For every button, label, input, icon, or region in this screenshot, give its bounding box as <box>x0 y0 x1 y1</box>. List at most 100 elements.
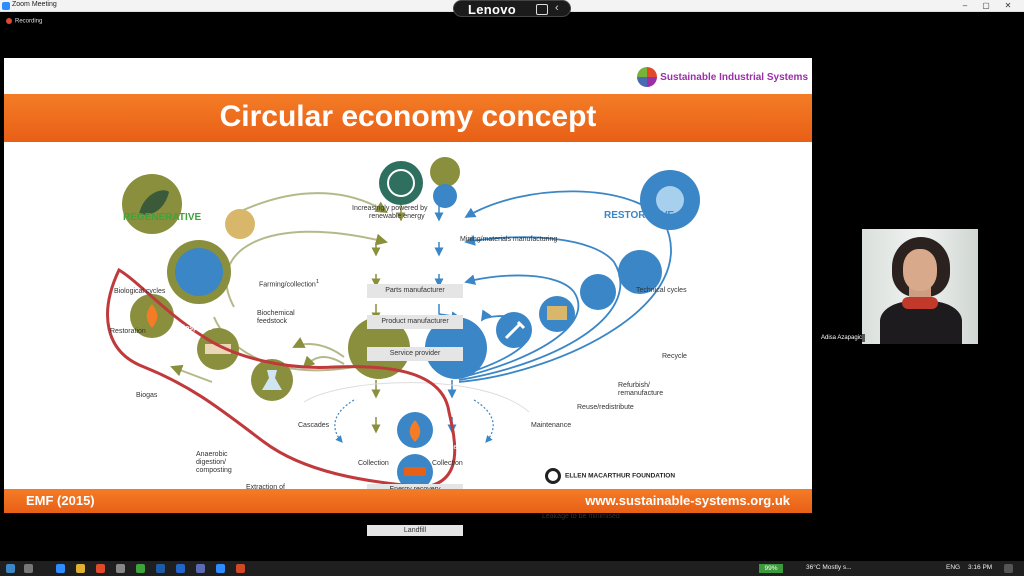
restorative-header: RESTORATIVE <box>604 210 675 221</box>
window-title: Zoom Meeting <box>12 1 57 8</box>
start-icon[interactable] <box>6 564 15 573</box>
maximize-button[interactable]: ▢ <box>982 1 990 10</box>
leakage-arc-right <box>473 399 494 443</box>
notifications-icon[interactable] <box>1004 564 1013 573</box>
powerpoint-icon[interactable] <box>236 564 245 573</box>
leakage-boundary <box>303 382 530 413</box>
recording-label: Recording <box>15 18 43 25</box>
cascades-label: Cascades <box>298 422 330 429</box>
biogas-arrow <box>170 364 213 383</box>
language-indicator[interactable]: ENG <box>946 564 961 571</box>
farming-label: Farming/collection1 <box>259 278 319 289</box>
boxes-icon <box>547 306 567 320</box>
farming-text: Farming/collection <box>259 281 316 289</box>
diagram-graphics <box>106 157 700 489</box>
biosphere-label: Biosphere <box>178 325 213 332</box>
reuse-loop <box>458 274 580 379</box>
gear-icon <box>656 186 684 214</box>
power-ring-icon <box>387 169 415 197</box>
collection-left-label: Collection <box>358 460 389 467</box>
weather-widget[interactable]: 36°C Mostly s... <box>806 564 852 571</box>
chrome-icon[interactable] <box>96 564 105 573</box>
windows-taskbar: 99% 36°C Mostly s... ENG 3:16 PM <box>0 561 1024 576</box>
landfill-box: Landfill <box>367 525 463 536</box>
recycle-label: Recycle <box>662 353 687 360</box>
teams-icon[interactable] <box>196 564 205 573</box>
footer-citation: EMF (2015) <box>26 493 95 508</box>
zoom-icon <box>2 2 10 10</box>
outlook-icon[interactable] <box>176 564 185 573</box>
refurbish-label-1: Refurbish/ <box>618 382 650 389</box>
consumer-to-biosphere-arrow <box>213 316 355 372</box>
farming-sup: 1 <box>315 279 320 285</box>
word-icon[interactable] <box>156 564 165 573</box>
extraction-label-1: Extraction of <box>246 484 285 491</box>
restoration-label: Restoration <box>110 328 146 335</box>
battery-indicator[interactable]: 99% <box>759 564 783 573</box>
emf-ring-icon <box>545 468 561 484</box>
recycle-icon <box>618 250 662 294</box>
reuse-label: Reuse/redistribute <box>577 404 634 411</box>
leakage-arc-left <box>334 399 355 443</box>
leaf-icon <box>139 190 169 215</box>
clock[interactable]: 3:16 PM <box>968 564 993 571</box>
zoom-taskbar-icon[interactable] <box>216 564 225 573</box>
service-provider-box: Service provider <box>367 347 463 361</box>
truck-icon <box>404 467 426 476</box>
minimize-button[interactable]: – <box>962 1 968 10</box>
chevron-left-icon[interactable]: ‹ <box>555 2 559 14</box>
biogas-label: Biogas <box>136 392 158 399</box>
presenter-name: Adisa Azapagic <box>818 334 866 342</box>
presenter-face <box>903 249 937 291</box>
refurbish-label-2: remanufacture <box>618 390 664 397</box>
footer-url: www.sustainable-systems.org.uk <box>585 493 790 508</box>
shared-slide: Sustainable Industrial Systems Circular … <box>4 58 812 536</box>
technical-cycles-label: Technical cycles <box>636 287 687 294</box>
biochem-label-2: feedstock <box>257 318 287 325</box>
anaerobic-label-2: digestion/ <box>196 459 226 466</box>
farming-icon <box>225 209 255 239</box>
consumer-label: Consumer <box>360 444 393 451</box>
biochemical-feedstock-arrow <box>225 230 388 308</box>
task-view-icon[interactable] <box>24 564 33 573</box>
spotify-icon[interactable] <box>136 564 145 573</box>
collection-right-label: Collection <box>432 460 463 467</box>
edge-icon[interactable] <box>56 564 65 573</box>
sis-logo-icon <box>637 67 658 87</box>
renewable-energy-icon <box>379 161 423 205</box>
biochem-label-1: Biochemical <box>257 310 295 317</box>
leakage-label: Leakage to be minimised <box>542 513 620 520</box>
sis-logo: Sustainable Industrial Systems <box>637 64 808 90</box>
store-icon[interactable] <box>116 564 125 573</box>
mining-icon <box>430 157 460 187</box>
maintenance-label: Maintenance <box>531 422 572 429</box>
file-explorer-icon[interactable] <box>76 564 85 573</box>
emf-logo-text: ELLEN MACARTHUR FOUNDATION <box>565 472 676 480</box>
presenter-video[interactable] <box>862 229 978 344</box>
powered-label-1: Increasingly powered by <box>352 205 428 212</box>
anaerobic-label-3: composting <box>196 467 232 474</box>
farming-arrow <box>238 192 388 214</box>
digester-tank-icon <box>205 344 231 354</box>
recording-indicator[interactable]: Recording <box>6 18 42 25</box>
parts-manufacturer-box: Parts manufacturer <box>367 284 463 298</box>
sis-logo-text: Sustainable Industrial Systems <box>660 71 808 83</box>
biogas-flame-icon <box>146 304 158 328</box>
refurbish-icon <box>580 274 616 310</box>
anaerobic-label-1: Anaerobic <box>196 451 228 458</box>
wrench-icon <box>504 320 526 340</box>
biological-cycles-label: Biological cycles <box>114 288 166 295</box>
close-button[interactable]: ✕ <box>1004 1 1012 10</box>
energy-flame-icon <box>409 420 421 442</box>
record-dot-icon <box>6 18 12 24</box>
camera-icon <box>536 4 548 15</box>
cascade-arrow-2 <box>302 355 345 369</box>
user-label: User <box>445 444 460 451</box>
title-banner: Circular economy concept <box>4 94 812 142</box>
circular-economy-diagram: REGENERATIVE RESTORATIVE Increasingly po… <box>4 142 812 536</box>
materials-icon <box>433 184 457 208</box>
lenovo-camera-pill[interactable]: Lenovo ‹ <box>453 0 571 17</box>
red-annotation-loop <box>106 267 457 489</box>
powered-label-2: renewable energy <box>369 213 425 220</box>
slide-footer: EMF (2015) www.sustainable-systems.org.u… <box>4 489 812 513</box>
